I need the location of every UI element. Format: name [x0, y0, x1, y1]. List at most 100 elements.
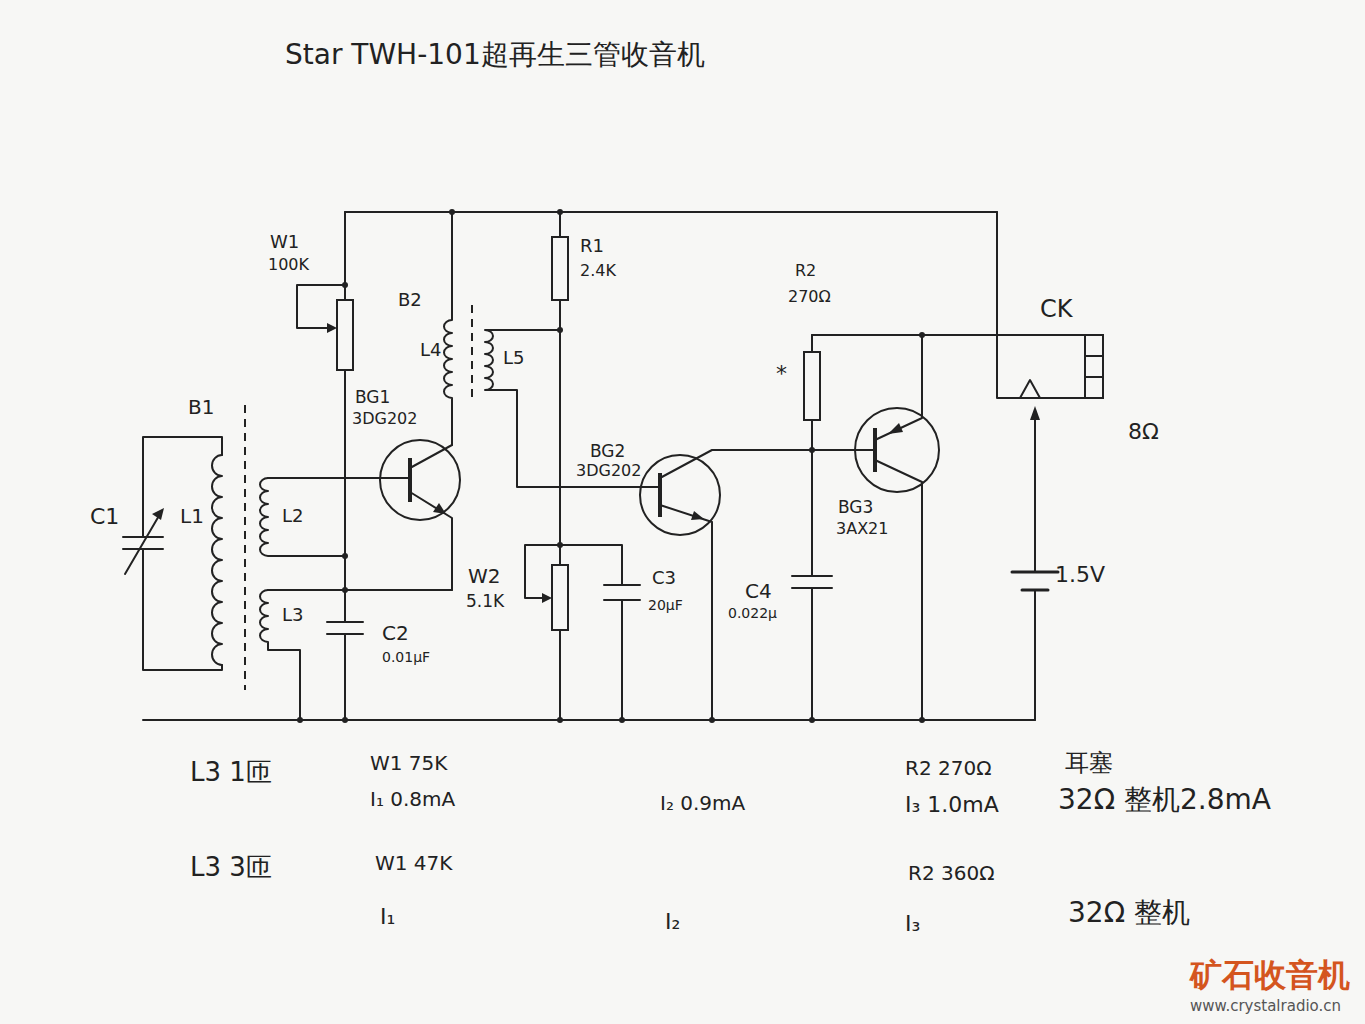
battery-plate	[1012, 571, 1058, 574]
transistor-leads	[660, 450, 875, 720]
coil-l1	[212, 455, 222, 665]
label-text: *	[776, 362, 787, 386]
label-text: 矿石收音机	[1190, 958, 1350, 993]
junction-dot	[342, 553, 348, 559]
battery-plate	[1022, 589, 1048, 592]
junction-dot	[919, 332, 925, 338]
label-text: BG1	[355, 388, 390, 407]
label-text: L4	[420, 340, 441, 360]
label-text: I₃ 1.0mA	[905, 793, 999, 817]
resistor-symbol	[552, 237, 568, 300]
junction-dot	[809, 717, 815, 723]
arrow-head	[327, 323, 337, 333]
label-text: 耳塞	[1065, 750, 1113, 776]
label-text: L3	[282, 605, 303, 625]
label-text: BG3	[838, 498, 873, 517]
label-text: I₃	[905, 912, 920, 936]
junction-dot	[557, 209, 563, 215]
bottom-rail	[143, 719, 1035, 721]
arrow-head	[433, 503, 446, 514]
c3-wire	[560, 545, 640, 720]
junction-dot	[919, 717, 925, 723]
label-text: 270Ω	[788, 288, 831, 306]
label-text: 3DG202	[352, 410, 417, 428]
junction-dot	[809, 447, 815, 453]
coil-l4	[444, 212, 452, 445]
label-text: W1	[270, 232, 299, 252]
label-text: B2	[398, 290, 422, 310]
label-text: L3 1匝	[190, 758, 272, 787]
label-text: C3	[652, 568, 676, 588]
coil-l5	[485, 330, 660, 487]
c1-loop-wire	[143, 437, 222, 670]
junction-dot	[557, 717, 563, 723]
jack-symbol	[1085, 335, 1103, 398]
junction-dot	[709, 717, 715, 723]
w2-slider	[525, 545, 560, 598]
arrow-head	[691, 511, 704, 520]
arrow-head	[1030, 406, 1040, 420]
variable-arrow	[125, 514, 160, 574]
label-text: B1	[188, 396, 214, 418]
label-text: 1.5V	[1055, 563, 1105, 587]
label-text: I₁	[380, 905, 395, 929]
label-text: R2	[795, 262, 816, 280]
label-text: L1	[180, 505, 204, 527]
core-line	[245, 305, 472, 690]
junction-dot	[557, 327, 563, 333]
label-text: 3AX21	[836, 520, 888, 538]
label-text: R2 270Ω	[905, 757, 991, 779]
w1-wire	[344, 212, 346, 720]
junction-dot	[342, 587, 348, 593]
label-text: 5.1K	[466, 592, 504, 611]
label-text: L3 3匝	[190, 853, 272, 882]
junction-dot	[557, 542, 563, 548]
label-text: L5	[503, 348, 524, 368]
arrow-head	[888, 423, 903, 434]
transistor-symbol	[640, 455, 720, 535]
junction-dot	[449, 209, 455, 215]
transistor-base	[410, 428, 875, 517]
arrows-dots	[152, 209, 1040, 723]
title: Star TWH-101超再生三管收音机	[285, 40, 705, 71]
label-text: 32Ω 整机2.8mA	[1058, 785, 1271, 816]
label-text: W2	[468, 565, 501, 587]
r1-wire	[559, 212, 561, 720]
label-text: C1	[90, 505, 119, 529]
label-text: 0.01μF	[382, 650, 430, 665]
label-text: R1	[580, 236, 604, 256]
label-text: 100K	[268, 256, 309, 274]
label-text: CK	[1040, 296, 1073, 322]
jack-wire	[812, 212, 1085, 398]
label-text: I₂	[665, 910, 680, 934]
resistor-symbol	[337, 300, 353, 370]
transistor-symbol	[380, 440, 460, 520]
l3-top-wire	[268, 589, 452, 591]
label-text: 0.022μ	[728, 606, 777, 621]
junction-dot	[342, 717, 348, 723]
resistor-symbol	[552, 565, 568, 630]
label-text: L2	[282, 506, 303, 526]
arrow-head	[542, 593, 552, 603]
label-text: C2	[382, 622, 409, 644]
label-text: W1 75K	[370, 752, 447, 774]
label-text: 2.4K	[580, 262, 616, 280]
label-text: I₂ 0.9mA	[660, 792, 745, 814]
component-bodies	[245, 237, 1103, 690]
label-text: www.crystalradio.cn	[1190, 998, 1341, 1015]
jack-divider	[1085, 356, 1103, 377]
r2-c4-wire	[792, 335, 832, 720]
label-text: 8Ω	[1128, 420, 1159, 444]
label-text: 3DG202	[576, 462, 641, 480]
wiring	[123, 212, 1085, 720]
top-rail	[345, 211, 997, 213]
label-text: I₁ 0.8mA	[370, 788, 455, 810]
label-text: C4	[745, 580, 772, 602]
battery-wire	[1034, 420, 1036, 720]
arrow-head	[152, 508, 164, 520]
junction-dot	[619, 717, 625, 723]
label-text: W1 47K	[375, 852, 452, 874]
resistor-symbol	[804, 352, 820, 420]
junction-dot	[342, 282, 348, 288]
